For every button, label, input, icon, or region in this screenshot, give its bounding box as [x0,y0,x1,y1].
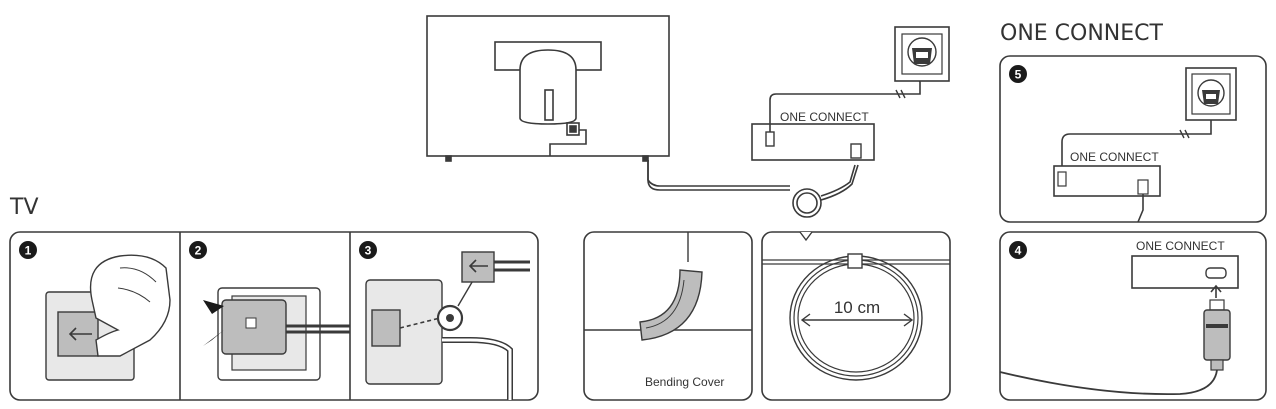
tv-mount-plate [365,279,443,385]
tv-back-overview [426,15,670,162]
connector-block [371,309,401,347]
step-5: 5 ONE CONNECT [999,55,1267,223]
bending-cover-label: Bending Cover [645,375,724,389]
step-4: 4 ONE CONNECT [999,231,1267,401]
cable-tie [847,253,863,269]
click-mark-bottom [203,330,224,346]
power-cable [1061,120,1212,172]
cable-loop [792,188,822,218]
cable-connector [850,143,862,159]
wall-outlet-main [894,26,950,82]
step-badge-3 [359,241,377,259]
one-connect-box-main: ONE CONNECT [751,71,921,161]
tv-one-connect-port [566,122,580,136]
cable [999,369,1218,396]
svg-text:5: 5 [1015,68,1022,82]
tv-stand-neck [519,49,577,125]
loop-diameter-label: 10 cm [834,298,880,317]
tv-left-foot [445,155,452,162]
cable [286,324,350,334]
one-connect-cable [647,160,859,218]
one-connect-box-label: ONE CONNECT [1070,150,1159,164]
tv-stand-slot [544,89,554,121]
power-port [765,131,775,147]
svg-text:4: 4 [1015,244,1022,258]
hand [89,254,171,357]
step-2: 2 [189,241,350,381]
step-badge-4 [1009,241,1027,259]
step-badge-5 [1009,65,1027,83]
step-1: 1 [19,241,171,381]
click-mark-top [203,300,224,314]
box-port [1205,267,1227,279]
cable-plug [1203,309,1231,361]
cable-clip [461,251,495,283]
tv-internal-cable [549,129,587,156]
one-connect-box-label: ONE CONNECT [780,110,869,124]
one-connect-box-label: ONE CONNECT [1136,239,1225,253]
bending-cover-piece [639,269,703,341]
slide-arrow [68,327,92,341]
heading-one-connect: ONE CONNECT [1000,21,1164,46]
tv-right-foot [642,155,649,162]
heading-tv: TV [9,195,39,220]
step-badge-1 [19,241,37,259]
step-badge-2 [189,241,207,259]
tv-rear-panel [426,15,670,157]
insert-arrow [1210,284,1222,293]
svg-text:3: 3 [365,244,372,258]
svg-text:1: 1 [25,244,32,258]
cable-break-mark [895,89,906,99]
svg-text:2: 2 [195,244,202,258]
insert-arrow [468,259,488,273]
step-3: 3 [359,241,530,400]
bending-cover-panel: Bending Cover [583,231,753,401]
cable-loop-panel: 10 cm [761,231,951,401]
power-cable [769,93,900,132]
